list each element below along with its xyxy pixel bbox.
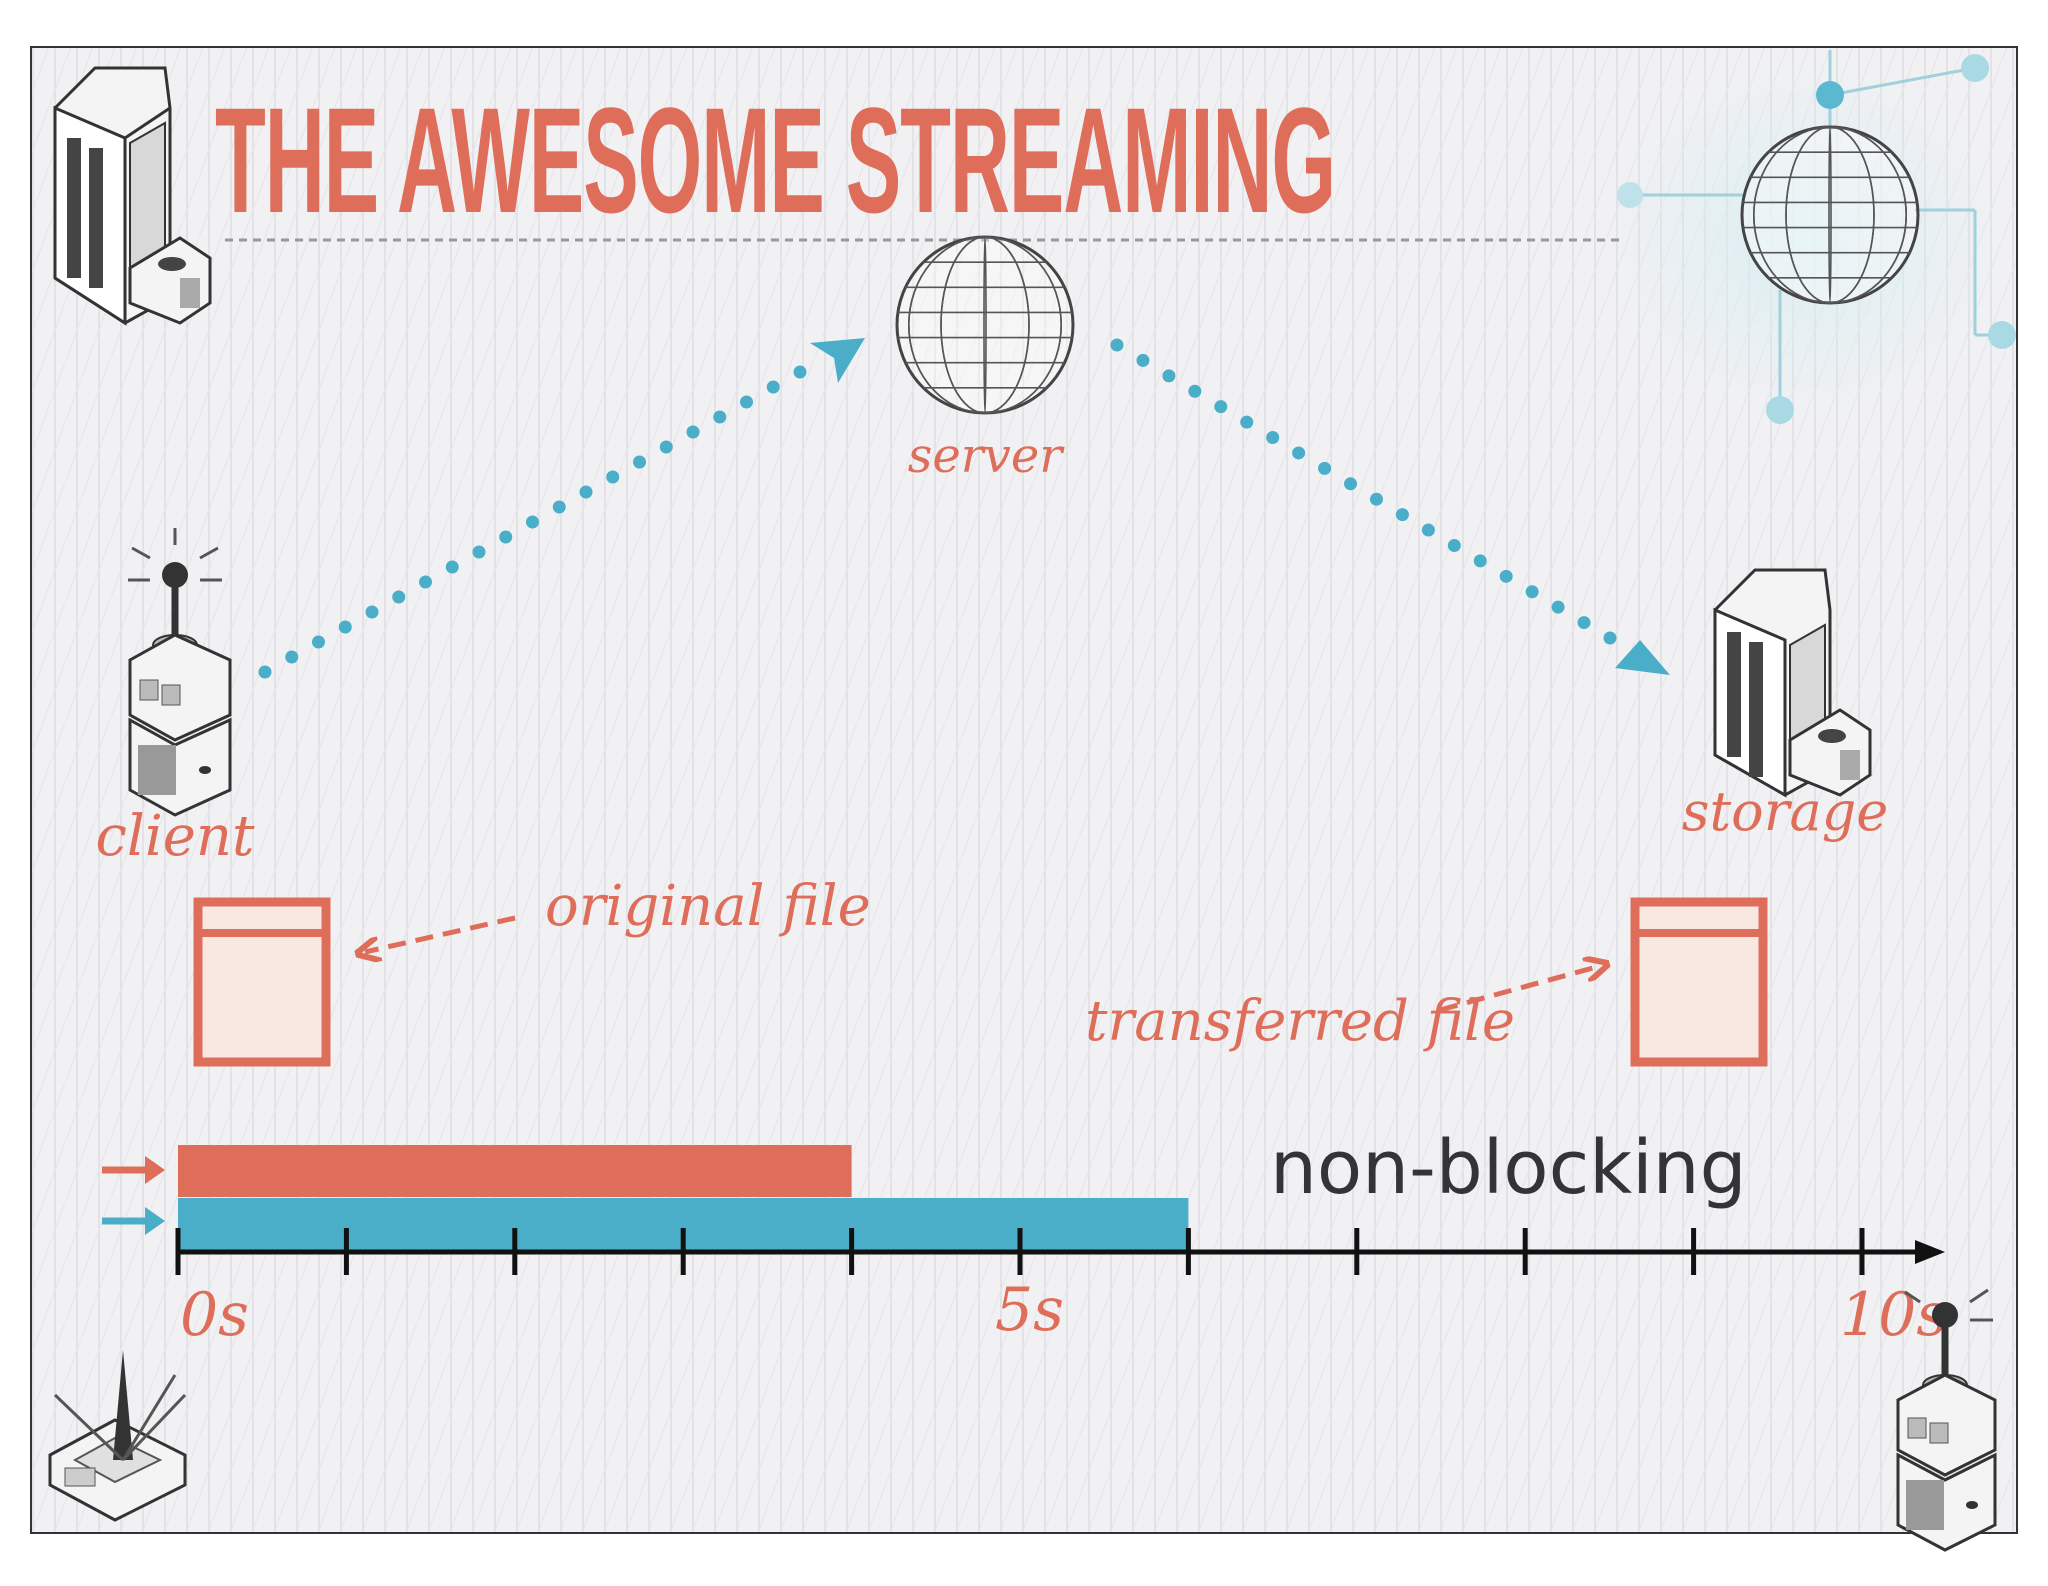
timeline: 0s 5s 10s non-blocking — [102, 1125, 1947, 1350]
globe-icon — [895, 235, 1075, 415]
timeline-bar — [178, 1145, 852, 1197]
arrow-to-storage — [1615, 640, 1670, 675]
bar-pointer-red — [102, 1156, 165, 1184]
antenna-device-icon — [128, 528, 232, 817]
satellite-dish-icon — [48, 1350, 187, 1522]
tick-label-5s: 5s — [995, 1275, 1064, 1345]
transferred-file-label: transferred file — [1085, 989, 1515, 1054]
server-label: server — [908, 428, 1066, 484]
bar-pointer-blue — [102, 1207, 165, 1235]
data-flow-dots — [258, 338, 1617, 679]
time-axis-arrowhead — [1915, 1240, 1945, 1264]
original-file-arrow — [365, 915, 516, 952]
antenna-device-icon — [1896, 1288, 1997, 1552]
original-file-label: original file — [545, 874, 871, 939]
client-label: client — [96, 804, 255, 869]
globe-icon — [1740, 125, 1920, 305]
page-title: THE AWESOME STREAMING — [215, 76, 1335, 244]
network-icon — [1617, 50, 2016, 424]
server-rack-icon — [53, 66, 212, 326]
server-rack-icon — [1713, 568, 1872, 798]
tick-label-0s: 0s — [180, 1280, 249, 1350]
storage-label: storage — [1682, 780, 1888, 843]
arrow-to-server — [810, 338, 865, 383]
tick-label-10s: 10s — [1840, 1280, 1947, 1350]
mode-label: non-blocking — [1270, 1125, 1747, 1211]
transferred-file-icon — [1630, 897, 1768, 1067]
original-file-icon — [193, 897, 331, 1067]
